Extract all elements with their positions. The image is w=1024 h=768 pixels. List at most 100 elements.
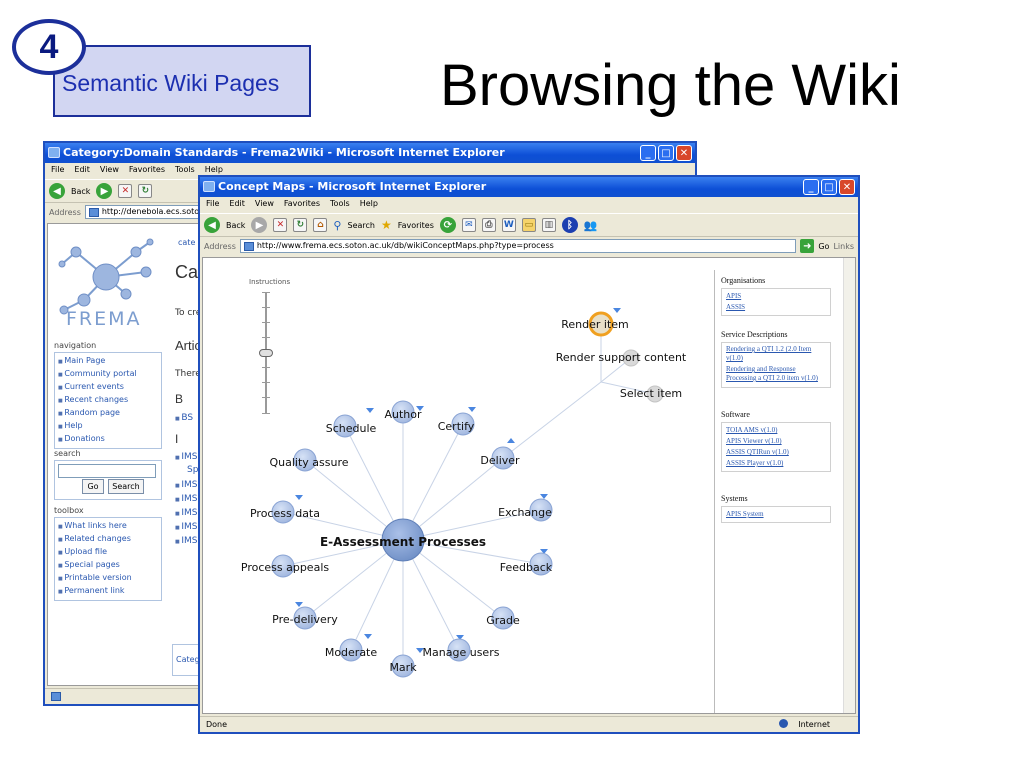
favorites-label[interactable]: Favorites [397,220,434,230]
menu-view[interactable]: View [99,165,119,174]
concept-maps-browser-window[interactable]: Concept Maps - Microsoft Internet Explor… [198,175,860,734]
vertical-scrollbar[interactable] [843,258,855,713]
toolbox-related-changes[interactable]: Related changes [58,533,158,546]
org-link[interactable]: APIS [726,292,742,300]
folder-icon[interactable]: ▭ [521,218,536,232]
concept-map-graph[interactable]: Author Certify Deliver Exchange Feedback… [203,258,713,700]
node-author[interactable] [391,400,415,424]
menu-edit[interactable]: Edit [74,165,90,174]
links-button[interactable]: Links [833,241,854,251]
service-link[interactable]: Rendering a QTI 1.2 (2.0 Item v(1.0) [726,345,812,362]
article-link[interactable]: IMS [175,480,197,490]
toolbox-upload-file[interactable]: Upload file [58,546,158,559]
software-link[interactable]: TOIA AMS v(1.0) [726,426,778,434]
node-certify[interactable] [451,412,475,436]
org-link[interactable]: ASSIS [726,303,746,311]
menu-file[interactable]: File [206,199,220,208]
tab-category[interactable]: cate [178,238,196,247]
nav-recent-changes[interactable]: Recent changes [58,394,158,407]
node-render-support-content[interactable] [622,349,640,367]
minimize-button[interactable]: _ [640,145,656,161]
back-label[interactable]: Back [71,186,91,196]
menu-view[interactable]: View [254,199,274,208]
close-button[interactable]: ✕ [839,179,855,195]
software-link[interactable]: ASSIS QTIRun v(1.0) [726,448,789,456]
print-icon[interactable]: ⎙ [481,218,496,232]
refresh-icon[interactable]: ↻ [293,218,308,232]
menu-favorites[interactable]: Favorites [283,199,321,208]
forward-icon[interactable]: ▶ [251,217,268,233]
edit-icon[interactable]: W [501,218,516,232]
article-link[interactable]: IMS [175,536,197,546]
go-button[interactable]: Go [818,241,830,251]
node-grade[interactable] [491,606,515,630]
node-process-data[interactable] [271,500,295,524]
favorites-star-icon[interactable]: ★ [380,218,392,232]
nav-current-events[interactable]: Current events [58,381,158,394]
nav-help[interactable]: Help [58,420,158,433]
node-select-item[interactable] [646,385,664,403]
research-icon[interactable]: ▥ [541,218,556,232]
toolbox-what-links-here[interactable]: What links here [58,520,158,533]
maximize-button[interactable]: □ [821,179,837,195]
node-deliver[interactable] [491,446,515,470]
menu-help[interactable]: Help [359,199,378,208]
back-label[interactable]: Back [226,220,246,230]
node-mark[interactable] [391,654,415,678]
menu-file[interactable]: File [51,165,65,174]
software-link[interactable]: APIS Viewer v(1.0) [726,437,782,445]
go-arrow-icon[interactable]: ➜ [800,239,815,253]
toolbox-printable-version[interactable]: Printable version [58,572,158,585]
bluetooth-icon[interactable]: ᛒ [561,217,578,233]
minimize-button[interactable]: _ [803,179,819,195]
search-icon[interactable]: ⚲ [333,218,342,232]
node-process-appeals[interactable] [271,554,295,578]
forward-icon[interactable]: ▶ [96,183,113,199]
menu-tools[interactable]: Tools [175,165,195,174]
back-icon[interactable]: ◀ [204,217,220,233]
search-input[interactable] [58,464,156,478]
service-link[interactable]: Rendering and Response Processing a QTI … [726,365,818,382]
stop-icon[interactable]: ✕ [273,218,288,232]
node-manage-users[interactable] [447,638,471,662]
article-link[interactable]: IMS [175,494,197,504]
node-center[interactable] [381,518,425,562]
node-exchange[interactable] [529,498,553,522]
node-quality-assure[interactable] [293,448,317,472]
menu-edit[interactable]: Edit [229,199,245,208]
article-link[interactable]: IMS [175,522,197,532]
go-button[interactable]: Go [82,479,104,494]
software-link[interactable]: ASSIS Player v(1.0) [726,459,784,467]
nav-main-page[interactable]: Main Page [58,355,158,368]
system-link[interactable]: APIS System [726,510,764,518]
toolbox-special-pages[interactable]: Special pages [58,559,158,572]
node-pre-delivery[interactable] [293,606,317,630]
zoom-slider-handle[interactable] [259,349,273,357]
nav-community-portal[interactable]: Community portal [58,368,158,381]
wiki-window-titlebar[interactable]: Category:Domain Standards - Frema2Wiki -… [45,143,695,163]
home-icon[interactable]: ⌂ [313,218,328,232]
article-link[interactable]: IMS [175,508,197,518]
search-button[interactable]: Search [108,479,144,494]
article-link-continued[interactable]: Sp [187,465,199,475]
nav-random-page[interactable]: Random page [58,407,158,420]
messenger-icon[interactable]: 👥 [583,218,598,232]
search-label[interactable]: Search [347,220,375,230]
node-schedule[interactable] [333,414,357,438]
concept-address-field[interactable]: http://www.frema.ecs.soton.ac.uk/db/wiki… [239,239,797,253]
maximize-button[interactable]: □ [658,145,674,161]
mail-icon[interactable]: ✉ [461,218,476,232]
close-button[interactable]: ✕ [676,145,692,161]
article-link[interactable]: BS [175,413,193,423]
node-feedback[interactable] [529,552,553,576]
history-icon[interactable]: ⟳ [439,217,456,233]
concept-window-titlebar[interactable]: Concept Maps - Microsoft Internet Explor… [200,177,858,197]
menu-favorites[interactable]: Favorites [128,165,166,174]
menu-help[interactable]: Help [204,165,223,174]
node-render-item[interactable] [588,311,614,337]
menu-tools[interactable]: Tools [330,199,350,208]
category-footer-link[interactable]: Categ [176,655,200,664]
node-moderate[interactable] [339,638,363,662]
nav-donations[interactable]: Donations [58,433,158,446]
toolbox-permanent-link[interactable]: Permanent link [58,585,158,598]
